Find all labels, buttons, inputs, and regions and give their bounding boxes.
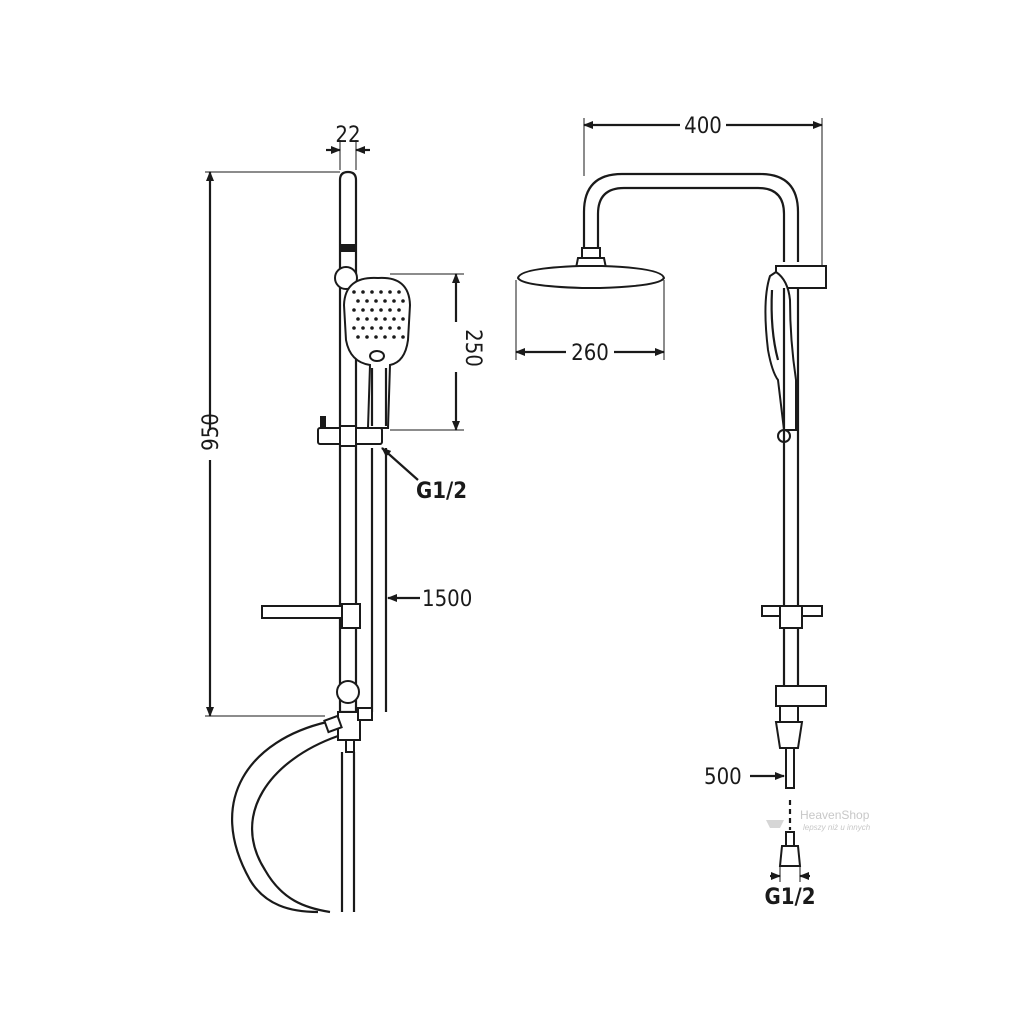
- dim-950: 950: [199, 171, 340, 717]
- dim-22: 22: [326, 123, 370, 170]
- nozzle-dot: [401, 299, 405, 303]
- nozzle-dot: [365, 299, 369, 303]
- left-view: 22 950 250 G1/2 1500: [199, 123, 485, 914]
- riser-rail: [338, 170, 358, 714]
- nozzle-dot: [365, 335, 369, 339]
- nozzle-dot: [392, 317, 396, 321]
- nozzle-dot: [383, 299, 387, 303]
- dim-400: 400: [583, 114, 823, 268]
- dim-260: 260: [515, 280, 665, 366]
- watermark-tagline: lepszy niż u innych: [803, 823, 871, 832]
- connector-left: G1/2: [381, 447, 467, 504]
- diverter: [323, 680, 373, 912]
- hand-shower: [342, 276, 412, 429]
- riser-right: [782, 288, 800, 700]
- nozzle-dot: [361, 326, 365, 330]
- nozzle-dot: [361, 290, 365, 294]
- nozzle-dot: [392, 299, 396, 303]
- diverter-right: [774, 705, 804, 789]
- watermark-brand: HeavenShop: [800, 808, 870, 822]
- soap-dish: [261, 603, 361, 629]
- nozzle-dot: [361, 308, 365, 312]
- connector-right: G1/2: [764, 831, 816, 910]
- dim-250-label: 250: [460, 329, 485, 367]
- hose-loop: [231, 720, 339, 914]
- nozzle-dot: [379, 326, 383, 330]
- nozzle-dot: [370, 308, 374, 312]
- slider-bracket: [317, 416, 383, 447]
- dim-500-label: 500: [704, 765, 742, 790]
- nozzle-dot: [379, 308, 383, 312]
- overhead-arm: [582, 172, 800, 262]
- right-view: 400 260: [515, 114, 871, 910]
- nozzle-dot: [397, 308, 401, 312]
- nozzle-dot: [379, 290, 383, 294]
- nozzle-dot: [374, 317, 378, 321]
- dim-1500: 1500: [387, 587, 472, 612]
- nozzle-dot: [374, 299, 378, 303]
- rain-shower-head: [516, 247, 666, 289]
- connector-right-label: G1/2: [764, 885, 815, 910]
- watermark: HeavenShop lepszy niż u innych: [766, 808, 871, 832]
- nozzle-dot: [401, 335, 405, 339]
- nozzle-dot: [352, 290, 356, 294]
- nozzle-dot: [352, 326, 356, 330]
- nozzle-dot: [401, 317, 405, 321]
- nozzle-dot: [374, 335, 378, 339]
- nozzle-dot: [356, 335, 360, 339]
- nozzle-dot: [356, 317, 360, 321]
- hand-shower-side: [764, 265, 827, 443]
- nozzle-dot: [370, 290, 374, 294]
- nozzle-grid: [352, 290, 405, 339]
- dim-250: 250: [390, 273, 485, 431]
- nozzle-dot: [388, 326, 392, 330]
- nozzle-dot: [397, 290, 401, 294]
- dim-22-label: 22: [335, 123, 360, 148]
- dim-260-label: 260: [571, 341, 609, 366]
- nozzle-dot: [388, 290, 392, 294]
- slider-bracket-right: [761, 605, 823, 629]
- hose-straight: [370, 448, 388, 712]
- dim-950-label: 950: [199, 413, 224, 451]
- nozzle-dot: [370, 326, 374, 330]
- nozzle-dot: [352, 308, 356, 312]
- dim-400-label: 400: [684, 114, 722, 139]
- nozzle-dot: [392, 335, 396, 339]
- dim-500: 500: [704, 765, 785, 790]
- connector-left-label: G1/2: [416, 479, 467, 504]
- nozzle-dot: [383, 317, 387, 321]
- nozzle-dot: [365, 317, 369, 321]
- nozzle-dot: [383, 335, 387, 339]
- nozzle-dot: [397, 326, 401, 330]
- wall-bracket-right: [775, 685, 827, 707]
- dim-1500-label: 1500: [422, 587, 472, 612]
- nozzle-dot: [388, 308, 392, 312]
- slider-knob: [334, 266, 358, 290]
- nozzle-dot: [356, 299, 360, 303]
